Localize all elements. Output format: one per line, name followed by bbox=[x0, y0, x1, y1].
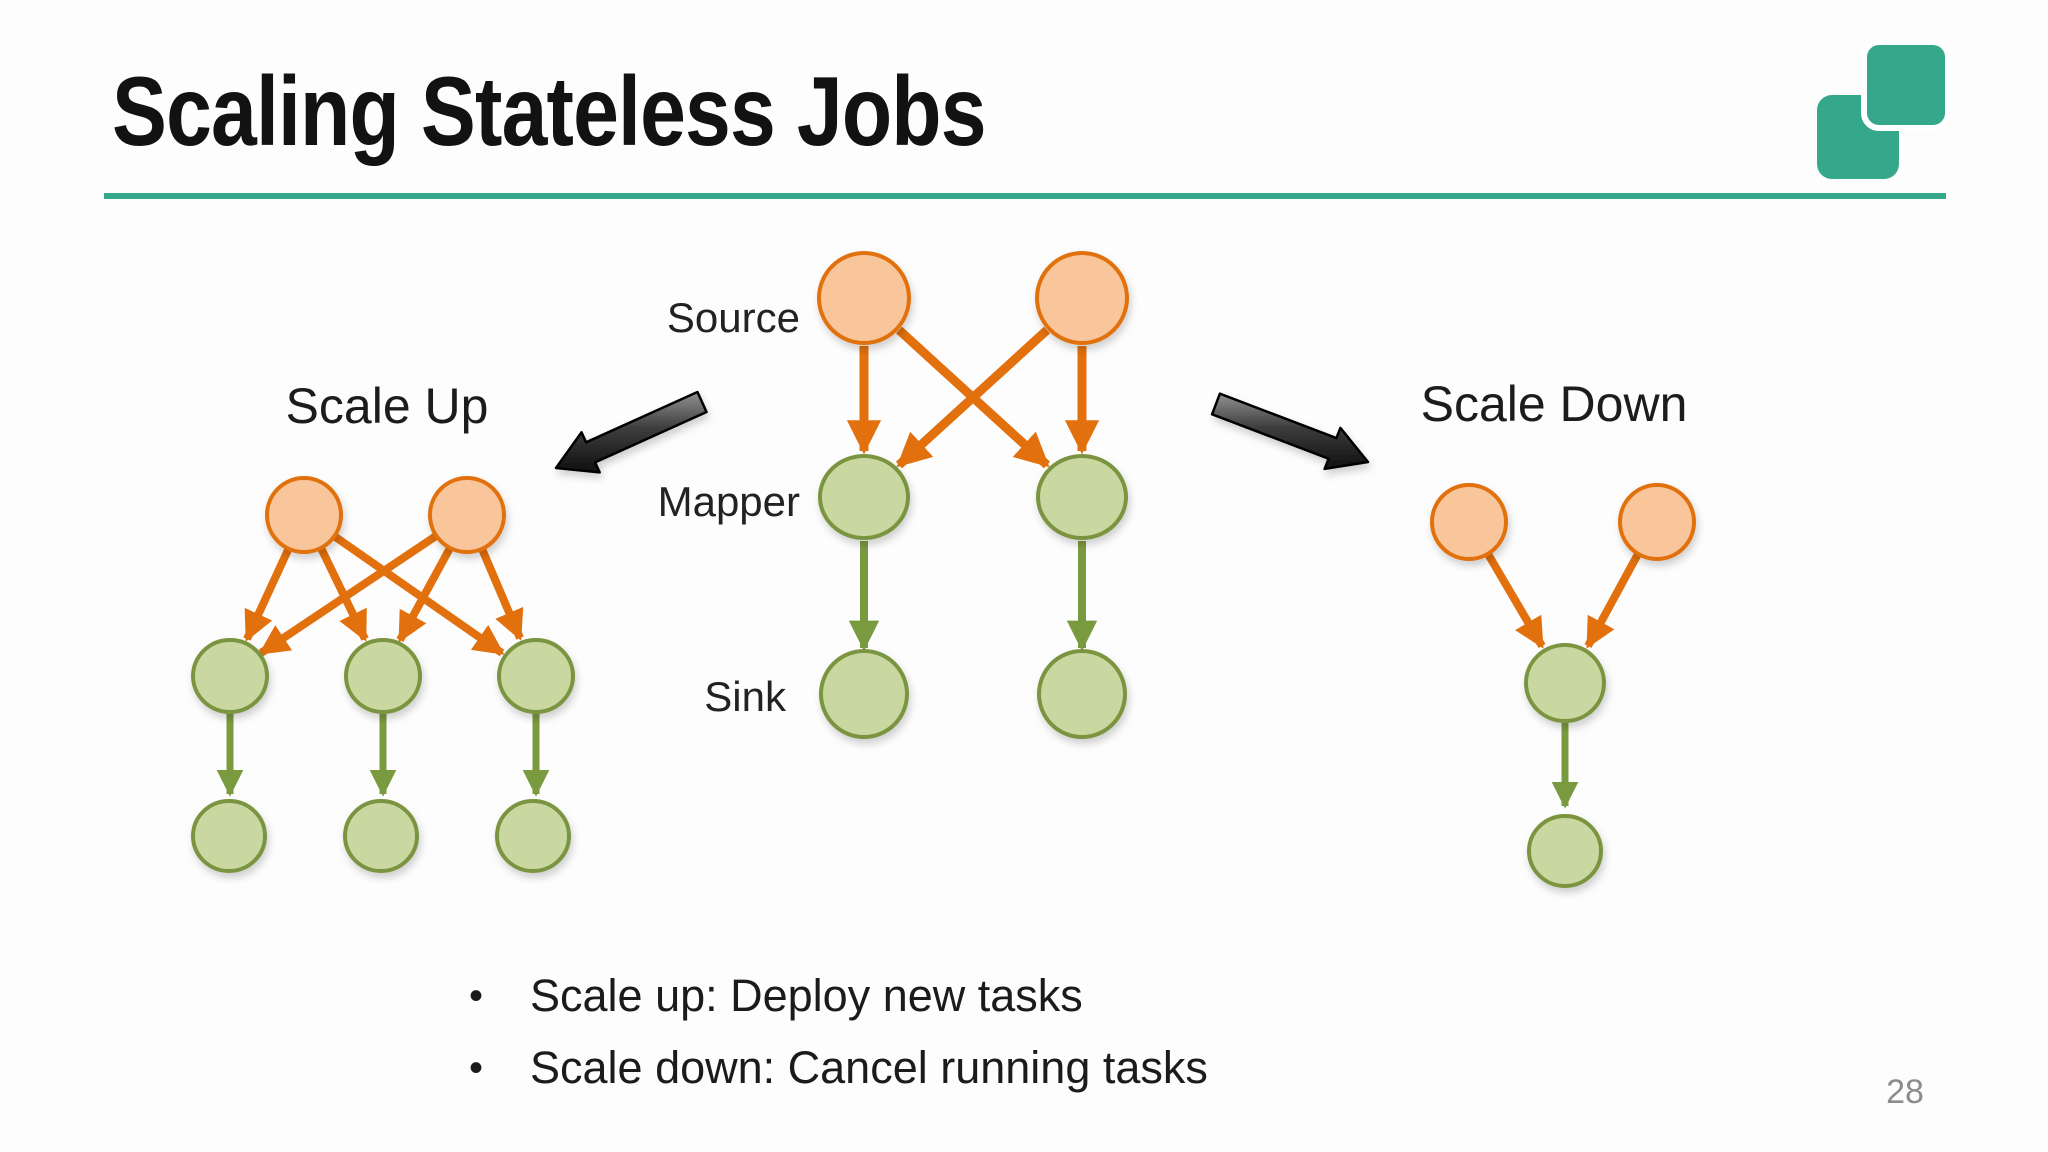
bullet-text: Scale down: Cancel running tasks bbox=[530, 1042, 1208, 1093]
logo-square-front bbox=[1861, 39, 1951, 131]
sink-node bbox=[495, 799, 571, 873]
scale-up-edges bbox=[216, 532, 550, 797]
bullet-item: • Scale up: Deploy new tasks bbox=[455, 968, 1083, 1024]
bullet-marker: • bbox=[469, 1045, 484, 1090]
source-row-label: Source bbox=[666, 294, 800, 341]
scale-up-pipeline bbox=[191, 476, 575, 873]
source-node bbox=[1035, 251, 1129, 345]
block-arrows bbox=[554, 390, 1370, 474]
scale-down-edges bbox=[1484, 551, 1642, 809]
mapper-node bbox=[818, 454, 910, 540]
edge bbox=[258, 532, 439, 657]
edge bbox=[396, 546, 454, 643]
sink-node bbox=[343, 799, 419, 873]
scale-down-pipeline bbox=[1430, 483, 1696, 888]
source-node bbox=[817, 251, 911, 345]
sink-node bbox=[1527, 814, 1603, 888]
mapper-node bbox=[1036, 454, 1128, 540]
source-node bbox=[1430, 483, 1508, 561]
bullet-text: Scale up: Deploy new tasks bbox=[530, 970, 1083, 1021]
source-node bbox=[265, 476, 343, 554]
edge bbox=[478, 547, 524, 641]
scale-down-block-arrow bbox=[1210, 392, 1370, 471]
mapper-node bbox=[497, 638, 575, 714]
mapper-row-label: Mapper bbox=[657, 478, 800, 525]
scale-down-nodes bbox=[1430, 483, 1696, 888]
title-divider bbox=[104, 193, 1946, 199]
page-number: 28 bbox=[1886, 1073, 1924, 1111]
edge-source2-mapper1 bbox=[895, 326, 1051, 469]
scale-up-label: Scale Up bbox=[285, 378, 489, 434]
mapper-node bbox=[191, 638, 269, 714]
edge bbox=[243, 548, 292, 642]
logo-icon bbox=[1817, 39, 1951, 179]
bullet-marker: • bbox=[469, 973, 484, 1018]
mapper-node bbox=[1524, 643, 1606, 723]
bullet-item: • Scale down: Cancel running tasks bbox=[455, 1040, 1208, 1096]
scale-up-nodes bbox=[191, 476, 575, 873]
sink-node bbox=[1037, 649, 1127, 739]
page-title: Scaling Stateless Jobs bbox=[112, 56, 987, 166]
sink-node bbox=[819, 649, 909, 739]
scale-up-block-arrow bbox=[554, 390, 708, 474]
edge bbox=[1584, 552, 1642, 649]
source-node bbox=[428, 476, 506, 554]
sink-node bbox=[191, 799, 267, 873]
center-edges bbox=[846, 326, 1100, 652]
mapper-node bbox=[344, 638, 422, 714]
edge bbox=[1484, 551, 1546, 649]
center-pipeline bbox=[817, 251, 1129, 739]
source-node bbox=[1618, 483, 1696, 561]
sink-row-label: Sink bbox=[704, 673, 786, 720]
scale-down-label: Scale Down bbox=[1420, 376, 1688, 432]
edge bbox=[331, 532, 505, 657]
center-nodes bbox=[817, 251, 1129, 739]
